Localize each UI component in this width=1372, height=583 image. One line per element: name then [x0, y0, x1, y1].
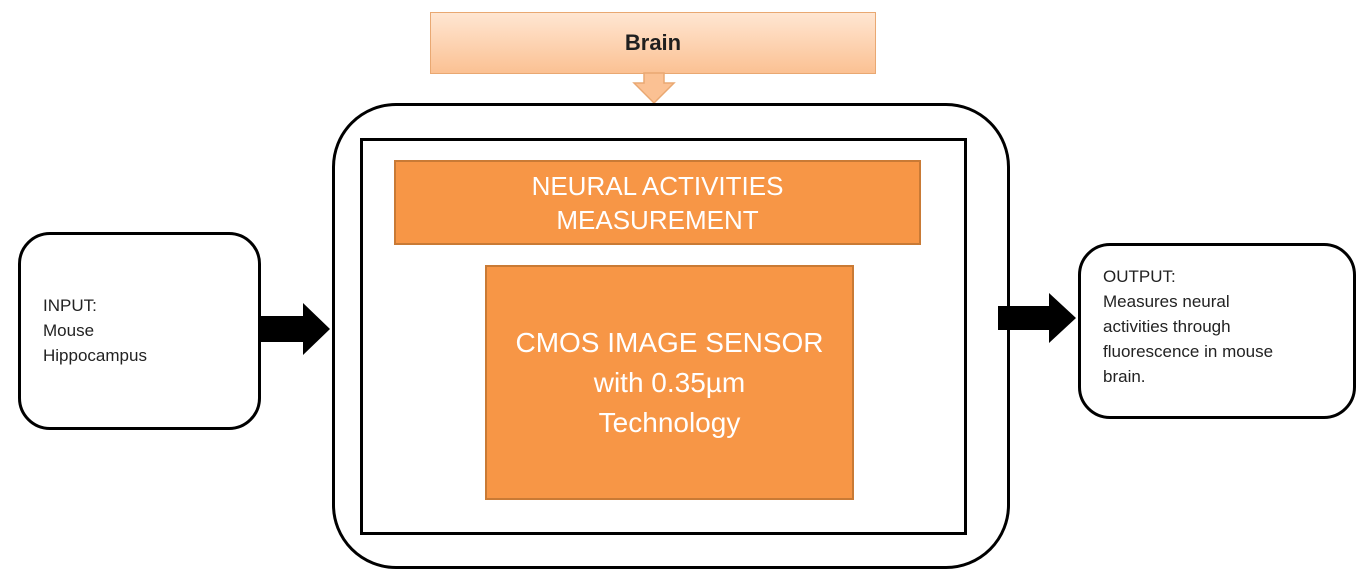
output-line-3: activities through [1103, 317, 1231, 336]
input-line-2: Mouse [43, 321, 95, 340]
output-line-5: brain. [1103, 367, 1146, 386]
input-box: INPUT: Mouse Hippocampus [18, 232, 261, 430]
measurement-line-1: NEURAL ACTIVITIES [531, 170, 784, 201]
output-line-1: OUTPUT: [1103, 267, 1176, 286]
output-line-2: Measures neural [1103, 292, 1230, 311]
output-line-4: fluorescence in mouse [1103, 342, 1274, 361]
input-line-1: INPUT: [43, 296, 97, 315]
input-to-system-arrow [261, 303, 330, 355]
input-line-3: Hippocampus [43, 346, 147, 365]
brain-box: Brain [430, 12, 876, 74]
sensor-line-2: with 0.35µm [593, 366, 746, 398]
cmos-sensor-block: CMOS IMAGE SENSOR with 0.35µm Technology [485, 265, 854, 500]
measurement-line-2: MEASUREMENT [556, 204, 759, 235]
neural-measurement-block: NEURAL ACTIVITIES MEASUREMENT [394, 160, 921, 245]
sensor-line-1: CMOS IMAGE SENSOR [515, 326, 824, 358]
brain-label: Brain [624, 30, 682, 55]
system-to-output-arrow [998, 293, 1076, 343]
brain-down-arrow [632, 72, 676, 105]
sensor-line-3: Technology [598, 406, 741, 438]
output-box: OUTPUT: Measures neural activities throu… [1078, 243, 1356, 419]
